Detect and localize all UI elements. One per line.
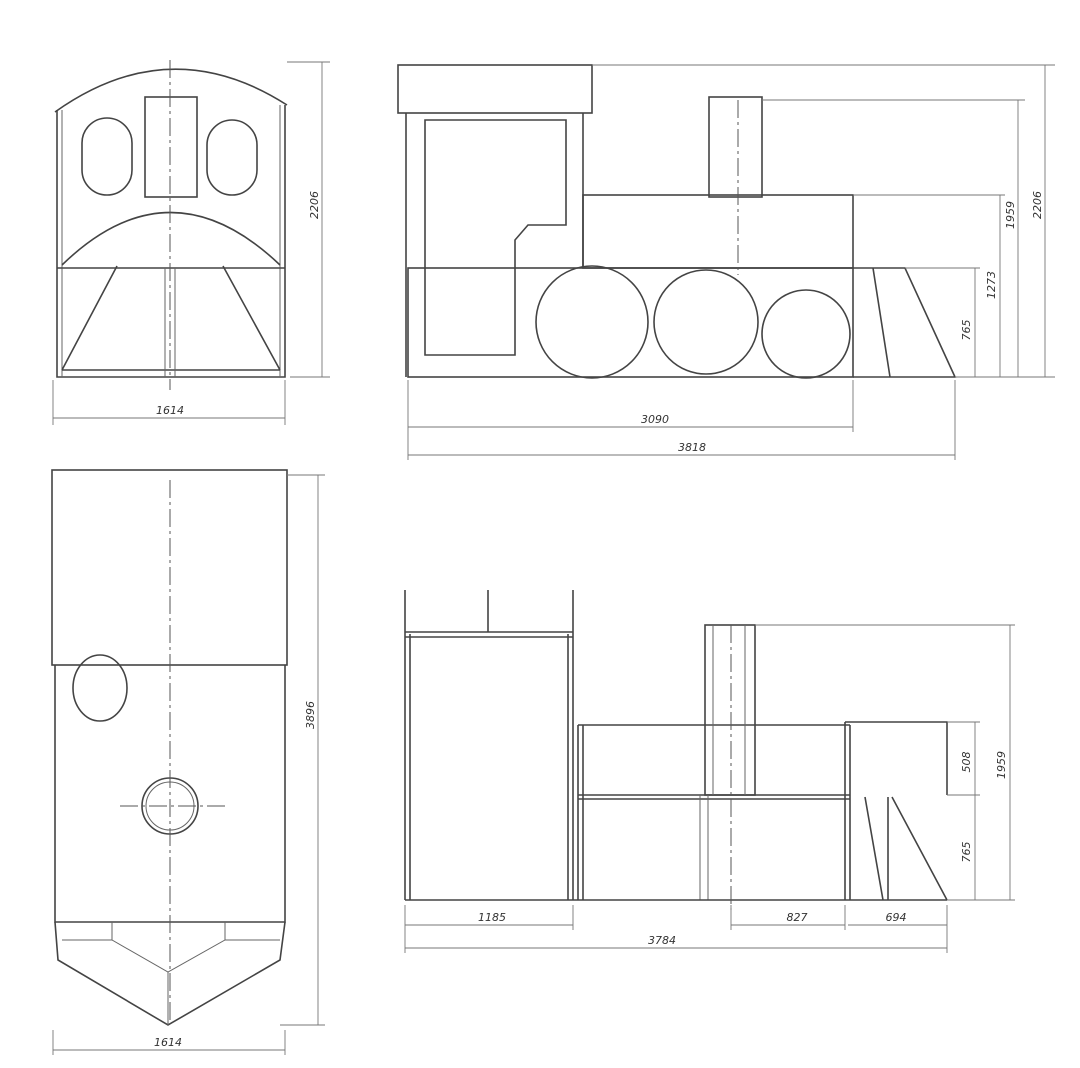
frame-length-3784: 3784: [648, 934, 676, 947]
frame-length-1185: 1185: [478, 911, 506, 924]
frame-height-765: 765: [960, 842, 973, 863]
front-view: 1614 2206: [52, 60, 330, 425]
frame-length-694: 694: [886, 911, 907, 924]
frame-height-1959: 1959: [995, 751, 1008, 779]
top-width-label: 1614: [154, 1036, 182, 1049]
side-height-1273: 1273: [985, 271, 998, 299]
front-width-label: 1614: [156, 404, 184, 417]
side-height-2206: 2206: [1031, 191, 1044, 219]
frame-view: 508 765 1959 1185 827 694 3784: [404, 590, 1015, 953]
side-length-3818: 3818: [678, 441, 706, 454]
top-view: 3896 1614: [51, 469, 325, 1055]
side-height-1959: 1959: [1004, 201, 1017, 229]
frame-length-827: 827: [787, 911, 808, 924]
side-length-3090: 3090: [641, 413, 669, 426]
side-view: 765 1273 1959 2206 3090 3818: [397, 64, 1055, 460]
top-length-label: 3896: [304, 701, 317, 729]
side-height-765: 765: [960, 320, 973, 341]
frame-height-508: 508: [960, 752, 973, 773]
front-height-label: 2206: [308, 191, 321, 219]
